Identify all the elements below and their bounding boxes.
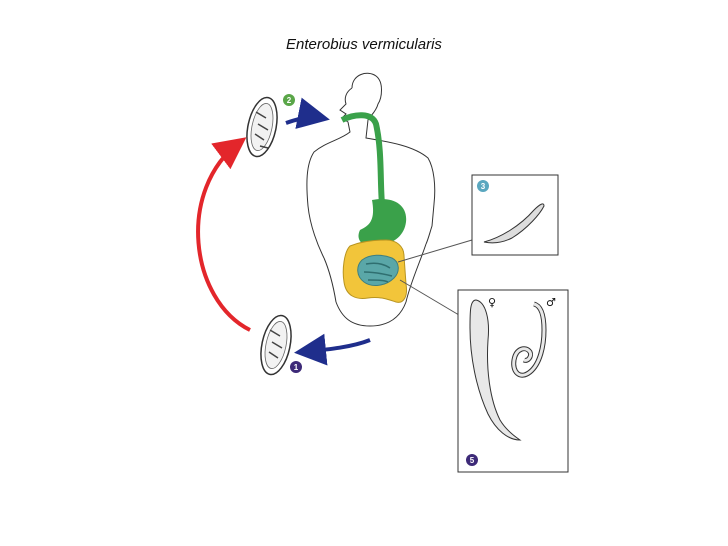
ingestion-arrow [285, 97, 330, 129]
pointer-line-adults [399, 279, 465, 319]
female-worm [469, 299, 522, 441]
egg-bottom [260, 314, 292, 376]
step-badge-1: 1 [290, 361, 302, 373]
human-body-outline [306, 72, 436, 327]
svg-text:5: 5 [470, 456, 475, 465]
male-worm-inner [512, 302, 546, 377]
egg-release-arrow [294, 333, 371, 366]
pointer-line-larva [397, 239, 473, 263]
small-intestine [357, 254, 399, 286]
step-badge-3: 3 [477, 180, 489, 192]
diagram-title: Enterobius vermicularis [286, 36, 442, 53]
male-symbol: ♂ [546, 296, 556, 309]
svg-text:2: 2 [287, 96, 292, 105]
svg-text:3: 3 [481, 182, 486, 191]
larva-worm [483, 203, 545, 244]
esophagus-stomach [340, 112, 407, 246]
intestine-coils [363, 262, 393, 283]
step-badge-5: 5 [466, 454, 478, 466]
svg-text:1: 1 [294, 363, 299, 372]
autoinfection-arrow [196, 137, 251, 332]
egg-top [246, 96, 278, 158]
step-badge-2: 2 [283, 94, 295, 106]
female-symbol: ♀ [488, 296, 496, 309]
